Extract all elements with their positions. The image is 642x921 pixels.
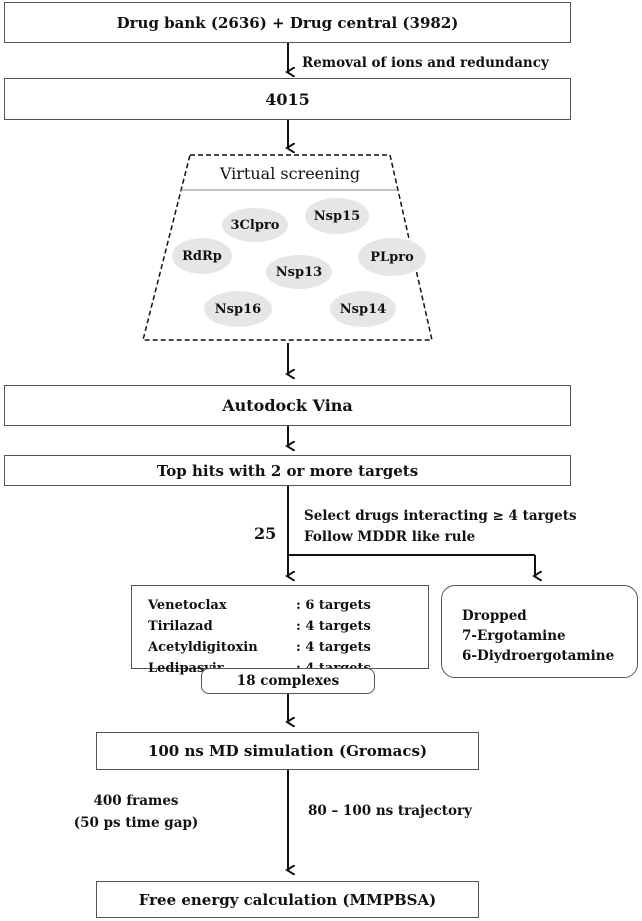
select-criteria-line1: Select drugs interacting ≥ 4 targets [304, 508, 577, 524]
frames-line2: (50 ps time gap) [73, 815, 199, 831]
target-nsp14: Nsp14 [330, 291, 396, 327]
drug-row: Acetyldigitoxin: 4 targets [148, 640, 371, 655]
drug-row: Tirilazad: 4 targets [148, 619, 371, 634]
count-label: 4015 [265, 89, 310, 109]
md-label: 100 ns MD simulation (Gromacs) [147, 742, 428, 760]
drugs-box: Venetoclax: 6 targets Tirilazad: 4 targe… [131, 585, 429, 676]
complexes-label: 18 complexes [236, 673, 340, 689]
top-hits-box: Top hits with 2 or more targets [4, 455, 571, 486]
md-box: 100 ns MD simulation (Gromacs) [96, 732, 479, 770]
target-3clpro: 3Clpro [222, 208, 288, 242]
top-hits-label: Top hits with 2 or more targets [156, 461, 419, 480]
docking-box: Autodock Vina [4, 385, 571, 426]
virtual-screening-title: Virtual screening [219, 164, 361, 183]
select-criteria-line2: Follow MDDR like rule [304, 529, 476, 545]
target-plpro: PLpro [358, 238, 426, 276]
source-box: Drug bank (2636) + Drug central (3982) [4, 2, 571, 43]
dropped-title: Dropped [462, 608, 527, 624]
count-25: 25 [254, 524, 277, 543]
free-energy-label: Free energy calculation (MMPBSA) [138, 890, 437, 909]
target-nsp15: Nsp15 [305, 198, 369, 234]
source-label: Drug bank (2636) + Drug central (3982) [116, 13, 459, 32]
free-energy-box: Free energy calculation (MMPBSA) [96, 881, 479, 918]
dropped-item: 6-Diydroergotamine [462, 648, 615, 664]
complexes-box: 18 complexes [201, 668, 375, 694]
target-nsp16: Nsp16 [204, 291, 272, 327]
count-box: 4015 [4, 78, 571, 120]
target-rdrp: RdRp [172, 238, 232, 274]
dropped-item: 7-Ergotamine [462, 628, 566, 644]
frames-line1: 400 frames [93, 793, 179, 809]
trajectory-label: 80 – 100 ns trajectory [308, 803, 472, 819]
target-nsp13: Nsp13 [266, 255, 332, 289]
dropped-box: Dropped 7-Ergotamine 6-Diydroergotamine [441, 585, 638, 678]
removal-label: Removal of ions and redundancy [302, 55, 549, 71]
docking-label: Autodock Vina [222, 396, 353, 415]
drug-row: Venetoclax: 6 targets [148, 598, 371, 613]
